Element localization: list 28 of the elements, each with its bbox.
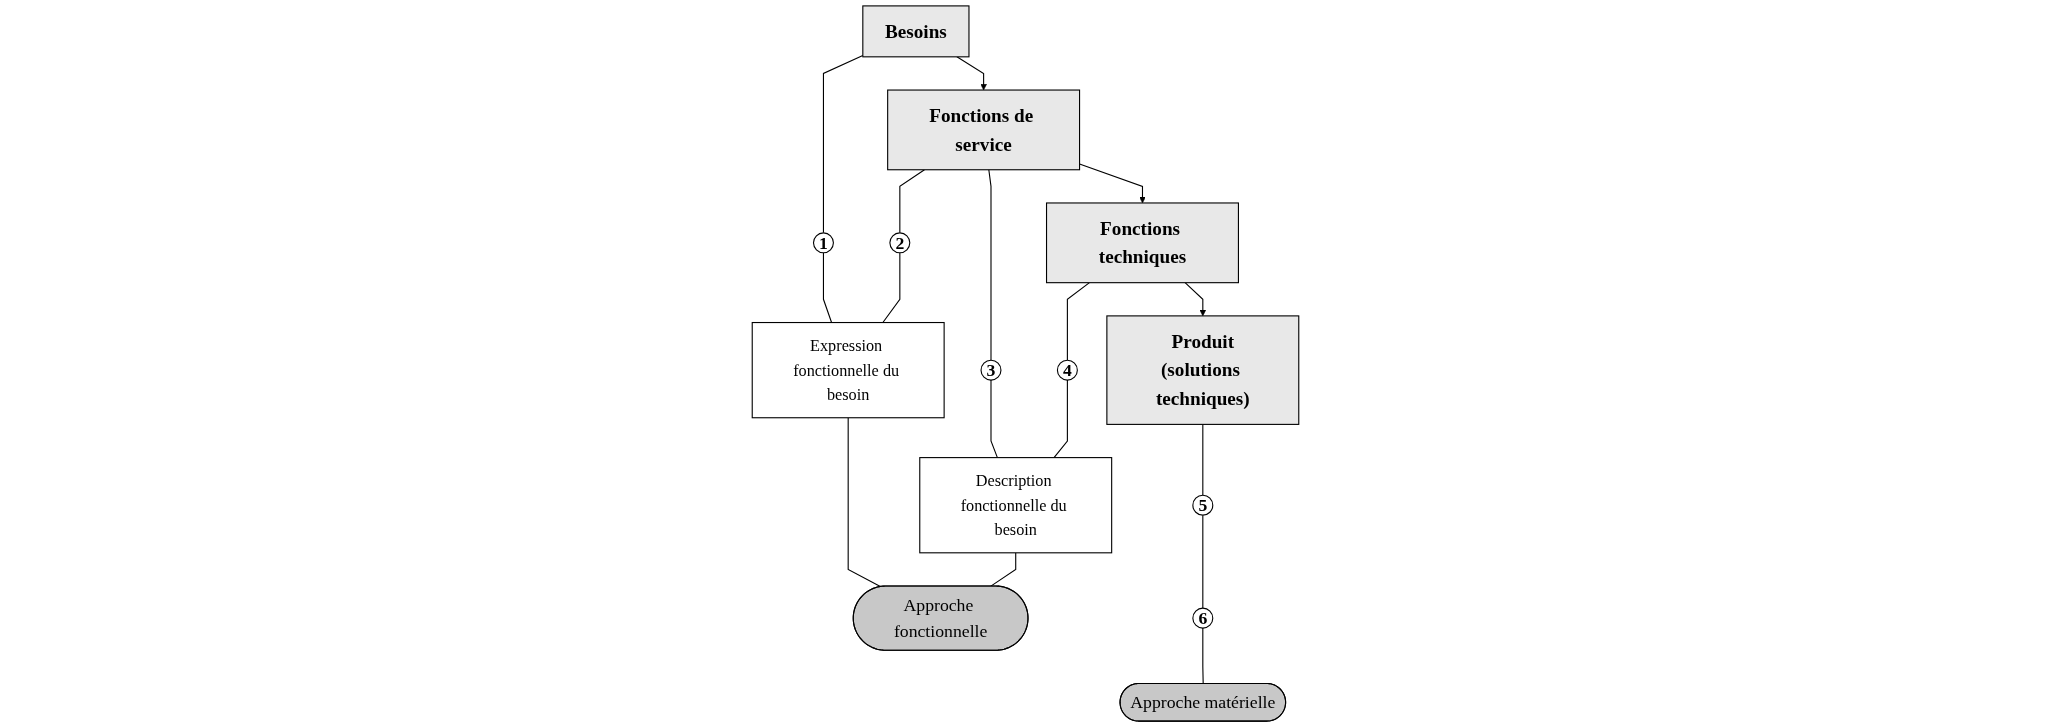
node-circle: 3 xyxy=(980,359,1002,381)
arrow xyxy=(956,56,987,91)
connector xyxy=(1053,379,1068,459)
connector xyxy=(1202,423,1204,496)
node-circle: 6 xyxy=(1192,607,1214,629)
node-box: Fonctions techniques xyxy=(1046,202,1239,284)
arrow xyxy=(1079,163,1146,204)
arrow xyxy=(1184,282,1207,317)
connector xyxy=(989,552,1017,587)
connector xyxy=(899,169,926,234)
connector xyxy=(1202,514,1204,609)
node-circle: 4 xyxy=(1056,359,1078,381)
node-box: Expression fonctionnelle du besoin xyxy=(751,322,945,419)
node-box: Fonctions de service xyxy=(887,89,1081,171)
connector xyxy=(822,54,864,234)
connector xyxy=(882,252,901,324)
node-box: Description fonctionnelle du besoin xyxy=(919,457,1113,554)
node-circle: 5 xyxy=(1192,494,1214,516)
connector xyxy=(990,379,998,459)
connector xyxy=(988,169,992,361)
node-box: Produit (solutions techniques) xyxy=(1106,315,1300,425)
connector xyxy=(847,417,882,588)
node-circle: 1 xyxy=(812,232,834,254)
connector xyxy=(1202,627,1204,685)
connector xyxy=(822,252,833,324)
connector xyxy=(1066,282,1091,361)
node-circle: 2 xyxy=(889,232,911,254)
node-box: Besoins xyxy=(862,5,970,58)
